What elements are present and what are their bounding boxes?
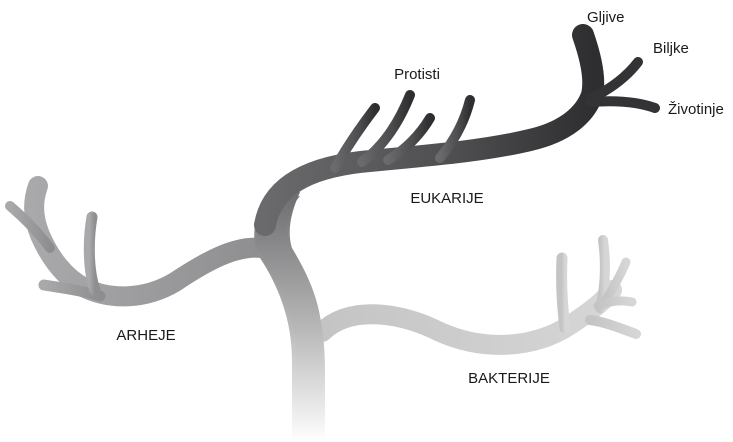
- bacteria-twig-5: [590, 320, 636, 334]
- label-eukarije: EUKARIJE: [410, 190, 483, 207]
- label-arheje: ARHEJE: [116, 327, 175, 344]
- label-biljke: Biljke: [653, 40, 689, 57]
- label-bakterije: BAKTERIJE: [468, 370, 550, 387]
- bacteria-twig-1: [562, 258, 565, 328]
- archaea-branch: [10, 186, 262, 296]
- animals-twig: [590, 101, 655, 108]
- label-gljive: Gljive: [587, 9, 625, 26]
- label-protisti: Protisti: [394, 66, 440, 83]
- bacteria-twig-4: [598, 301, 632, 306]
- archaea-main-branch: [34, 186, 262, 296]
- bacteria-branch: [322, 240, 636, 345]
- archaea-twig-2: [89, 217, 95, 290]
- label-zivotinje: Životinje: [668, 101, 724, 118]
